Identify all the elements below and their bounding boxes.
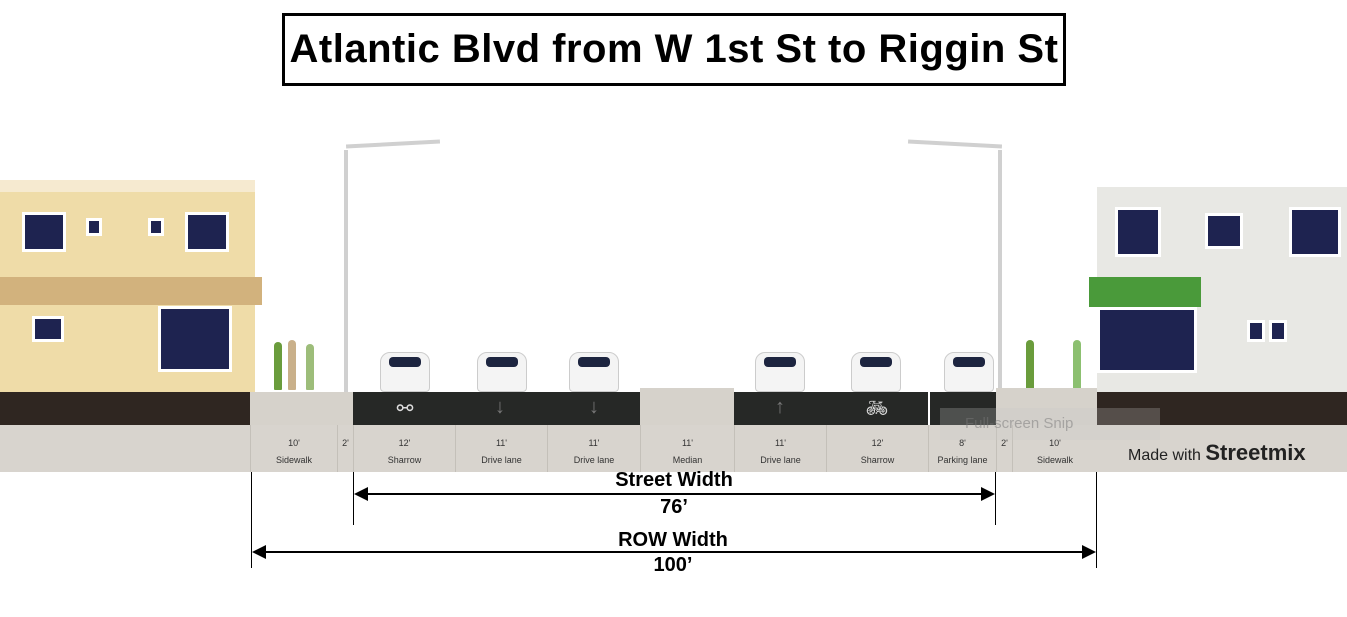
watermark-prefix: Made with — [1128, 447, 1201, 464]
page-title: Atlantic Blvd from W 1st St to Riggin St — [282, 13, 1066, 86]
segment-name: Sharrow — [387, 455, 422, 465]
arrow-left-icon — [252, 545, 266, 559]
segment-width: 2' — [342, 438, 349, 448]
sharrow-icon: ⚯ — [396, 398, 414, 420]
pedestrian — [288, 340, 296, 390]
segment-name: Sidewalk — [1036, 455, 1074, 465]
arrow-up-icon: ↑ — [775, 396, 785, 418]
segment-name: Parking lane — [937, 455, 988, 465]
segment-drive-lane[interactable]: 11' Drive lane — [547, 392, 640, 472]
segment-sidewalk[interactable]: 10' Sidewalk — [1012, 388, 1097, 472]
watermark-brand: Streetmix — [1205, 440, 1306, 465]
ground-right — [1097, 392, 1347, 425]
segment-sharrow[interactable]: 12' Sharrow — [826, 392, 928, 472]
arrow-right-icon — [1082, 545, 1096, 559]
segment-drive-lane[interactable]: 11' Drive lane — [734, 392, 826, 472]
street-width-label: Street Width — [615, 469, 733, 491]
street-lamp-left — [344, 150, 348, 392]
car-with-cyclist — [851, 352, 901, 392]
segment-drive-lane[interactable]: 11' Drive lane — [455, 392, 547, 472]
parked-car — [944, 352, 994, 392]
segment-width: 11' — [588, 438, 600, 448]
car — [477, 352, 527, 392]
pedestrian — [1026, 340, 1034, 390]
segment-width: 11' — [681, 438, 694, 448]
segment-width: 11' — [774, 438, 787, 448]
sharrow-icon: 🚲︎ — [865, 398, 889, 418]
segment-buffer[interactable]: 2' — [337, 392, 353, 472]
segment-width: 8' — [959, 438, 966, 448]
lamp-arm — [907, 139, 1003, 149]
segment-buffer[interactable]: 2' — [996, 388, 1012, 472]
right-building — [1089, 187, 1347, 392]
segment-median[interactable]: 11' Median — [640, 388, 734, 472]
row-width-line — [258, 551, 1089, 553]
arrow-left-icon — [354, 487, 368, 501]
segment-width: 11' — [495, 438, 508, 448]
segment-name: Median — [672, 455, 703, 465]
pedestrian — [1073, 340, 1081, 390]
segment-name: Sharrow — [860, 455, 895, 465]
segment-sharrow[interactable]: 12' Sharrow — [353, 392, 455, 472]
segment-parking-lane[interactable]: 8' Parking lane — [928, 392, 996, 472]
pedestrian — [306, 344, 314, 390]
row-width-label: ROW Width — [618, 529, 728, 551]
dimension-tick — [251, 472, 252, 568]
arrow-down-icon: ↓ — [495, 396, 505, 418]
segment-width: 10' — [288, 438, 300, 448]
segment-name: Drive lane — [481, 455, 522, 465]
segment-width: 12' — [398, 438, 411, 448]
segment-width: 12' — [871, 438, 884, 448]
lamp-arm — [345, 139, 441, 149]
ground-left — [0, 392, 250, 425]
segment-sidewalk[interactable]: 10' Sidewalk — [250, 392, 337, 472]
arrow-down-icon: ↓ — [589, 396, 599, 418]
dimension-tick — [995, 472, 996, 525]
dimension-tick — [1096, 472, 1097, 568]
segment-name: Drive lane — [760, 455, 801, 465]
car — [569, 352, 619, 392]
arrow-right-icon — [981, 487, 995, 501]
street-width-value: 76’ — [660, 496, 688, 518]
streetmix-watermark: Made with Streetmix — [1128, 440, 1306, 466]
row-width-value: 100’ — [653, 554, 693, 576]
snip-overlay: Full-screen Snip — [940, 408, 1160, 440]
segment-width: 2' — [1001, 438, 1008, 448]
pedestrian — [274, 342, 282, 390]
street-lamp-right — [998, 150, 1002, 392]
left-building — [0, 180, 262, 392]
band-left — [0, 425, 250, 472]
car — [755, 352, 805, 392]
street-width-line — [360, 493, 988, 495]
segment-name: Drive lane — [573, 455, 615, 465]
segment-width: 10' — [1049, 438, 1061, 448]
segment-name: Sidewalk — [275, 455, 313, 465]
dimension-tick — [353, 472, 354, 525]
band-right — [1097, 425, 1347, 472]
car-with-cyclist — [380, 352, 430, 392]
